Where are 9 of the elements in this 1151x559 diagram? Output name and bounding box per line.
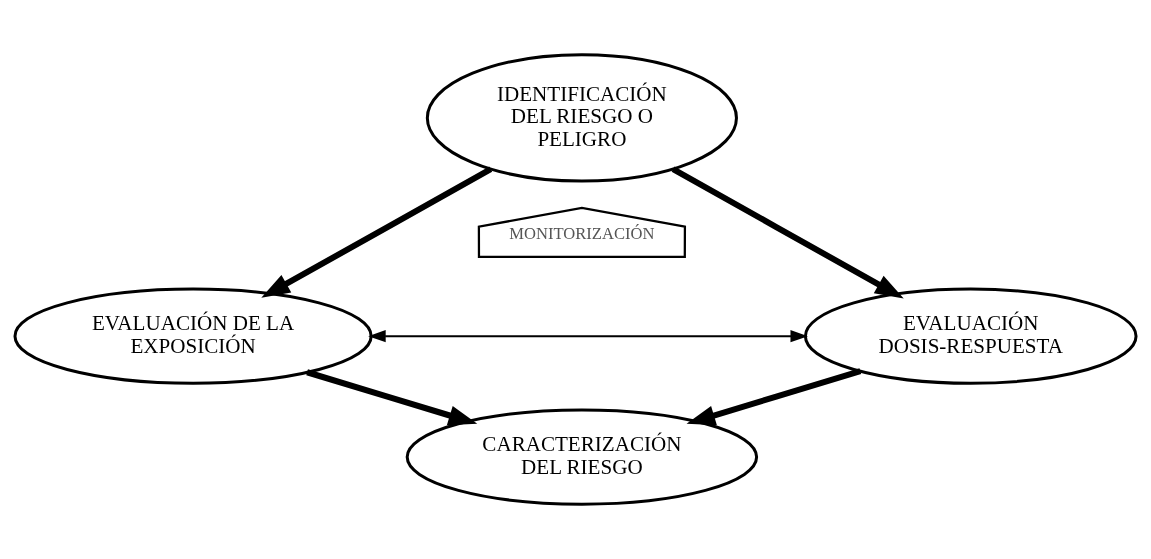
arrow [671, 166, 904, 299]
node-ellipse: IDENTIFICACIÓN DEL RIESGO O PELIGRO [425, 53, 738, 183]
arrow [368, 330, 808, 343]
node-ellipse: CARACTERIZACIÓN DEL RIESGO [405, 408, 759, 506]
arrow [261, 166, 493, 298]
arrow [686, 368, 862, 426]
node-ellipse: EVALUACIÓN DOSIS-RESPUESTA [803, 287, 1138, 385]
arrow [306, 369, 478, 426]
node-ellipse: EVALUACIÓN DE LA EXPOSICIÓN [13, 287, 373, 385]
